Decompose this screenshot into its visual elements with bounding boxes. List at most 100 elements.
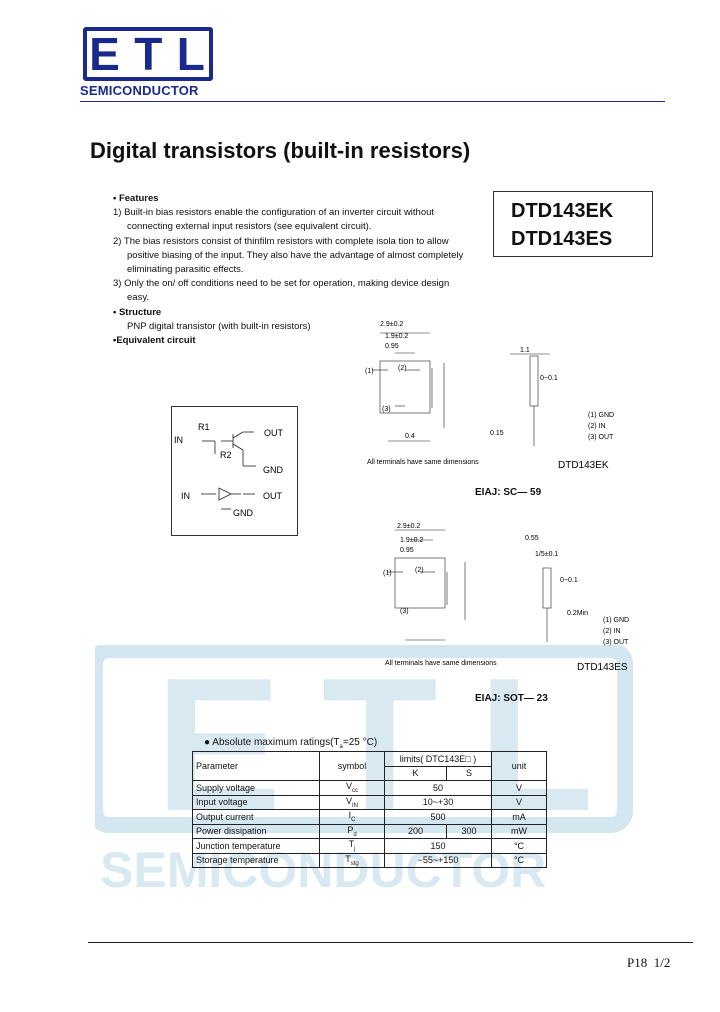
legend-in: (2) IN (588, 423, 606, 430)
legend-in: (2) IN (603, 628, 621, 635)
pin-label: (1) (383, 570, 392, 577)
row-param: Supply voltage (192, 780, 320, 796)
header-param: Parameter (192, 751, 320, 781)
features-heading: • Features (113, 193, 159, 204)
table-row: Storage temperature Tstg −55~+150 °C (192, 852, 547, 868)
package-drawing-ek: 2.9±0.2 1.9±0.2 0.95 (1) (2) (3) 0.4 1.1… (365, 321, 614, 471)
r1-label: R1 (198, 422, 210, 432)
pin-label: (2) (398, 365, 407, 372)
legend-out: (3) OUT (603, 639, 629, 646)
dim-label: 0~0.1 (560, 577, 578, 584)
page-number: P18 1/2 (627, 955, 671, 970)
legend-gnd: (1) GND (588, 412, 614, 419)
pkg-caption: All terminals have same dimensions (367, 459, 479, 466)
table-subheader-row: K S (193, 765, 547, 781)
row-symbol: Pd (319, 823, 385, 839)
eiaj-es: EIAJ: SOT— 23 (475, 693, 548, 704)
pkg-name: DTD143EK (558, 460, 609, 471)
ratings-title: ● Absolute maximum ratings(Ta=25 °C) (204, 737, 378, 750)
feature-line: positive biasing of the input. They also… (127, 249, 464, 261)
structure-text: PNP digital transistor (with built-in re… (127, 320, 311, 332)
dim-label: 0.55 (525, 535, 539, 542)
pkg-caption: All terminals have same dimensions (385, 660, 497, 667)
row-unit: mW (491, 823, 547, 839)
row-symbol: VIN (319, 794, 385, 810)
row-value: 50 (384, 780, 492, 796)
logo-subtitle: SEMICONDUCTOR (80, 83, 199, 98)
dim-label: 0.4 (405, 433, 415, 440)
pin-label: (3) (382, 406, 391, 413)
equiv-heading: •Equivalent circuit (113, 335, 196, 347)
row-param: Junction temperature (192, 838, 320, 854)
row-symbol: Vcc (319, 780, 385, 796)
dim-label: 2.9±0.2 (380, 321, 403, 328)
feature-line: eliminating parasitic effects. (127, 264, 244, 276)
header-symbol: symbol (319, 751, 385, 781)
ratings-table: Parameter symbol limits( DTC143E□ ) unit… (192, 751, 547, 868)
gnd-label: GND (263, 465, 284, 475)
logo-letter-l: L (176, 28, 207, 80)
part-number-box: DTD143EK DTD143ES (493, 191, 653, 257)
row-value-k: 200 (384, 823, 447, 839)
logo-frame (83, 27, 213, 81)
out-label-2: OUT (263, 491, 283, 501)
header-k: K (384, 765, 447, 781)
dim-label: 2.9±0.2 (397, 523, 420, 530)
row-value-s: 300 (446, 823, 492, 839)
row-unit: °C (491, 838, 547, 854)
feature-line: easy. (127, 292, 150, 304)
features-section: • Features 1) Built-in bias resistors en… (113, 192, 488, 348)
row-value: 500 (384, 809, 492, 825)
equivalent-circuit-box (171, 406, 298, 536)
row-unit: V (491, 780, 547, 796)
header-limits: limits( DTC143E□ ) (384, 751, 492, 767)
row-param: Input voltage (192, 794, 320, 810)
row-unit: °C (491, 852, 547, 868)
dim-label: 1.9±0.2 (400, 537, 423, 544)
row-param: Power dissipation (192, 823, 320, 839)
dim-label: 0.95 (385, 343, 399, 350)
gnd-label-2: GND (233, 508, 254, 518)
logo-letter-e: E (89, 28, 122, 80)
table-header-row: Parameter symbol limits( DTC143E□ ) unit (192, 751, 547, 781)
row-value: 150 (384, 838, 492, 854)
table-row: Power dissipation Pd 200 300 mW (192, 823, 547, 839)
dim-label: 0.95 (400, 547, 414, 554)
header-s: S (446, 765, 492, 781)
pin-label: (1) (365, 368, 374, 375)
dim-label: 1.9±0.2 (385, 333, 408, 340)
table-row: Junction temperature Tj 150 °C (192, 838, 547, 854)
row-symbol: IC (319, 809, 385, 825)
row-unit: mA (491, 809, 547, 825)
logo-letter-t: T (134, 28, 165, 80)
row-param: Output current (192, 809, 320, 825)
out-label: OUT (264, 428, 284, 438)
equivalent-circuit-diagram: R1 R2 IN OUT GND IN OUT GND (174, 422, 284, 518)
pkg-name: DTD143ES (577, 662, 628, 673)
part-number-es: DTD143ES (511, 228, 613, 250)
r2-label: R2 (220, 450, 232, 460)
header-rule (80, 101, 665, 102)
feature-line: 1) Built-in bias resistors enable the co… (113, 207, 435, 219)
dim-label: 0.15 (490, 430, 504, 437)
table-row: Output current IC 500 mA (192, 809, 547, 825)
in-label-2: IN (181, 491, 190, 501)
row-param: Storage temperature (192, 852, 320, 868)
dim-label: 1/5±0.1 (535, 551, 558, 558)
row-value: 10~+30 (384, 794, 492, 810)
pin-label: (3) (400, 608, 409, 615)
part-number-ek: DTD143EK (511, 200, 614, 222)
row-value: −55~+150 (384, 852, 492, 868)
header-unit: unit (491, 751, 547, 781)
logo-letters: E T L (83, 27, 213, 81)
row-symbol: Tstg (319, 852, 385, 868)
dim-label: 1.1 (520, 347, 530, 354)
table-row: Supply voltage Vcc 50 V (192, 780, 547, 796)
legend-out: (3) OUT (588, 434, 614, 441)
row-unit: V (491, 794, 547, 810)
feature-line: 2) The bias resistors consist of thinfil… (113, 235, 449, 247)
dim-label: 0~0.1 (540, 375, 558, 382)
row-symbol: Tj (319, 838, 385, 854)
feature-line: connecting external input resistors (see… (127, 221, 372, 233)
legend-gnd: (1) GND (603, 617, 629, 624)
